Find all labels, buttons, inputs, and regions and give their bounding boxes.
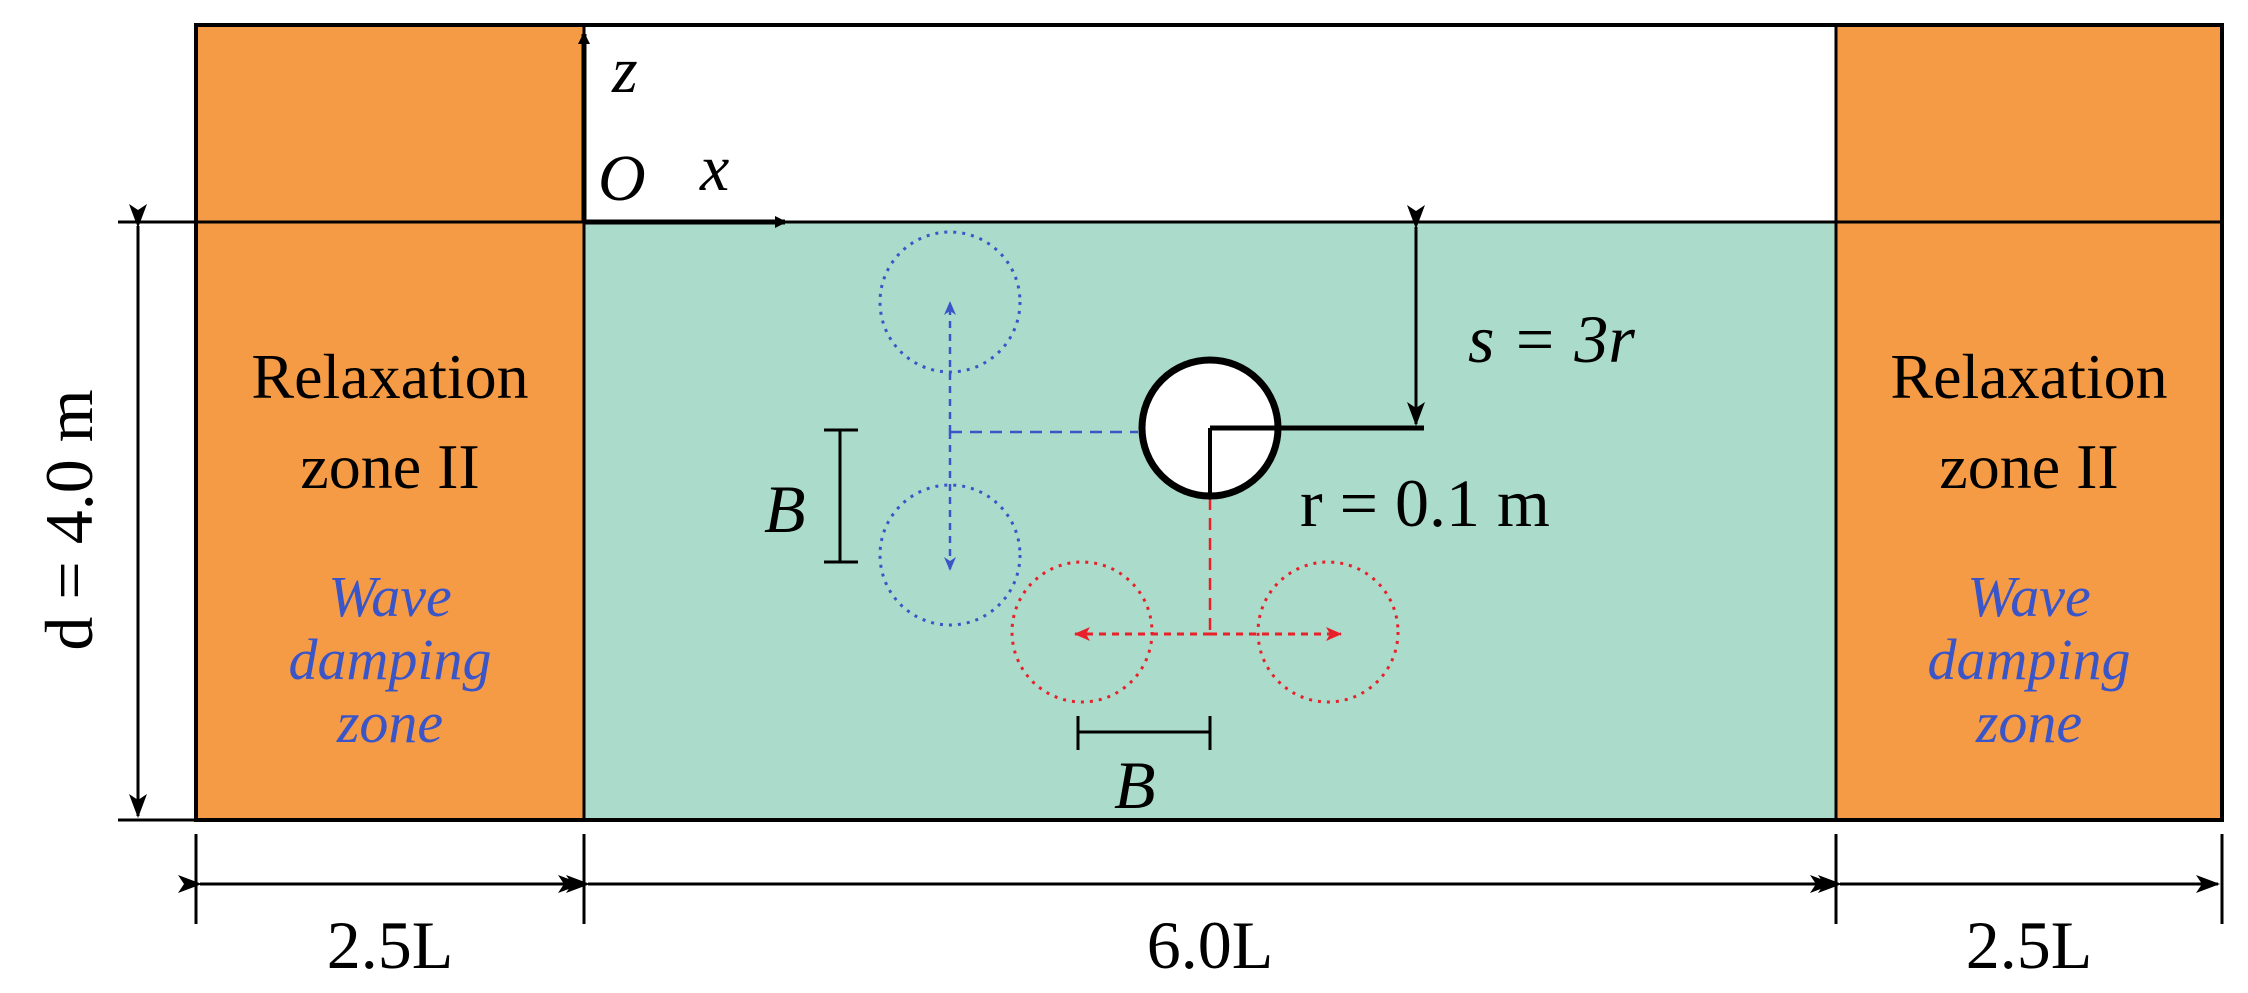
left-zone-title-line2: zone II (300, 431, 479, 502)
z-axis-label: z (611, 34, 638, 107)
right-damping-line2: damping (1928, 627, 2131, 692)
right-relaxation-zone (1836, 25, 2222, 820)
left-damping-line1: Wave (328, 564, 451, 629)
left-zone-title-line1: Relaxation (251, 341, 528, 412)
lower-cylinder-position (878, 483, 1022, 627)
right-cylinder-position (1256, 560, 1400, 704)
right-damping-line3: zone (1975, 690, 2082, 755)
upper-cylinder-position (878, 230, 1022, 374)
left-cylinder-position (1010, 560, 1154, 704)
depth-label: d = 4.0 m (31, 389, 107, 650)
origin-label: O (598, 142, 646, 215)
right-length-label: 2.5L (1966, 907, 2093, 983)
x-axis-label: x (699, 132, 729, 205)
tank-outline (194, 23, 2224, 822)
air-region (584, 25, 1836, 222)
right-zone-title-line1: Relaxation (1890, 341, 2167, 412)
left-length-label: 2.5L (327, 907, 454, 983)
right-zone-title-line2: zone II (1939, 431, 2118, 502)
submergence-label: s = 3r (1468, 301, 1635, 377)
radius-label: r = 0.1 m (1300, 465, 1550, 541)
left-damping-line3: zone (336, 690, 443, 755)
left-relaxation-zone (196, 25, 584, 820)
right-damping-line1: Wave (1967, 564, 2090, 629)
left-damping-line2: damping (289, 627, 492, 692)
middle-length-label: 6.0L (1147, 907, 1274, 983)
horizontal-amplitude-label: B (1114, 747, 1156, 823)
vertical-amplitude-label: B (764, 471, 806, 547)
